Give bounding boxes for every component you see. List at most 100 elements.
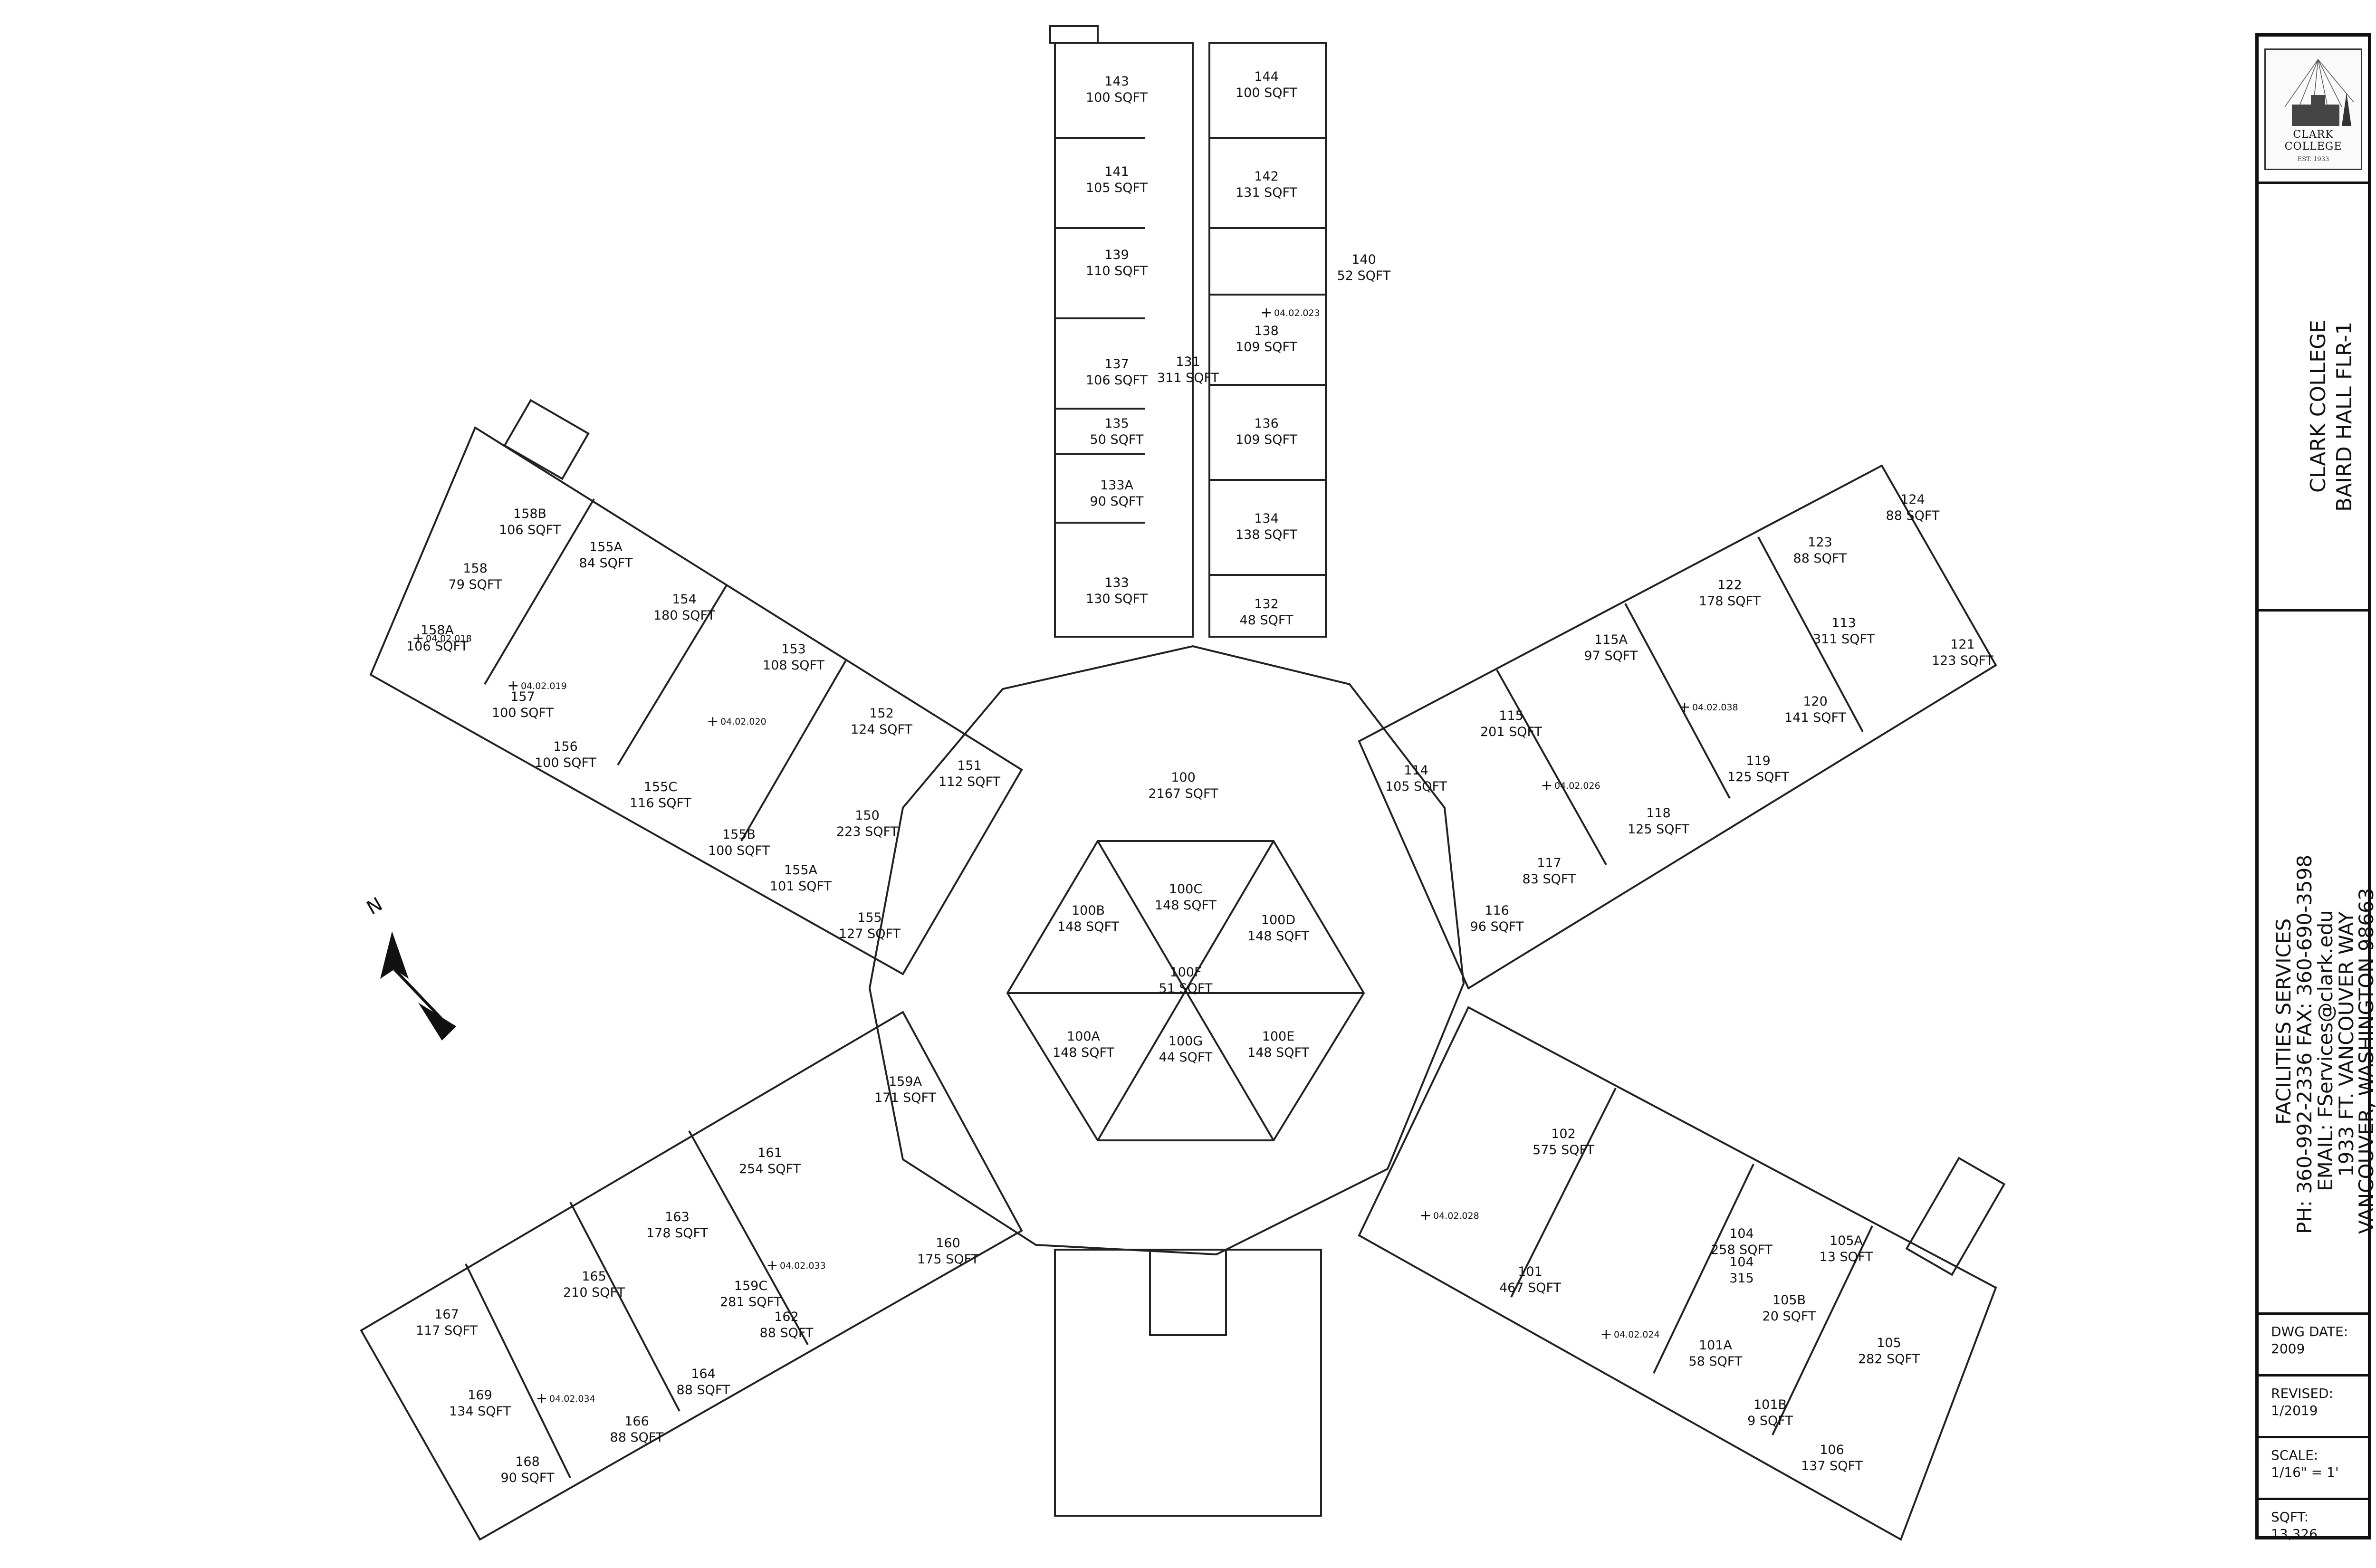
room-number: 100E (1262, 1029, 1295, 1044)
room-number: 156 (553, 739, 578, 754)
room-area: 130 SQFT (1086, 592, 1148, 606)
room-number: 100C (1169, 882, 1202, 897)
room-number: 132 (1254, 597, 1279, 612)
room-area: 134 SQFT (449, 1404, 511, 1419)
plus-marker-icon: + (1260, 305, 1272, 321)
marker-id: 04.02.019 (521, 681, 567, 691)
department-name: FACILITIES SERVICES (2272, 918, 2295, 1125)
title-line-2: BAIRD HALL FLR-1 (2332, 321, 2357, 512)
drawing-date-cell: DWG DATE: 2009 (2259, 1315, 2368, 1377)
room-number: 135 (1104, 416, 1129, 431)
room-number: 115 (1499, 708, 1523, 723)
room-area: 106 SQFT (406, 639, 469, 654)
title-line-1: CLARK COLLEGE (2306, 320, 2330, 493)
room-number: 138 (1254, 324, 1279, 338)
marker-id: 04.02.024 (1614, 1329, 1660, 1340)
room-area: 148 SQFT (1053, 1045, 1115, 1060)
room-area: 2167 SQFT (1148, 786, 1218, 801)
room-number: 169 (468, 1388, 492, 1403)
survey-marker: +04.02.034 (536, 1390, 595, 1407)
room-area: 101 SQFT (770, 879, 832, 894)
logo-name: CLARK COLLEGE (2284, 128, 2342, 153)
marker-id: 04.02.026 (1554, 781, 1600, 791)
room-area: 105 SQFT (1086, 181, 1148, 195)
room-number: 105B (1772, 1293, 1806, 1308)
room-number: 166 (624, 1414, 649, 1429)
room-area: 13 SQFT (1820, 1250, 1873, 1264)
room-number: 162 (774, 1310, 799, 1324)
room-number: 102 (1551, 1127, 1576, 1141)
room-number: 158A (421, 623, 454, 638)
room-area: 96 SQFT (1470, 919, 1524, 934)
plus-marker-icon: + (1419, 1207, 1431, 1224)
room-area: 20 SQFT (1763, 1309, 1816, 1324)
room-area: 141 SQFT (1784, 710, 1847, 725)
room-number: 155A (784, 863, 818, 878)
room-number: 105A (1830, 1233, 1863, 1248)
room-area: 123 SQFT (1932, 653, 1994, 668)
plus-marker-icon: + (1541, 777, 1552, 794)
room-number: 118 (1646, 806, 1671, 821)
room-area: 254 SQFT (739, 1162, 801, 1176)
logo-est: EST. 1933 (2297, 155, 2329, 163)
room-number: 133 (1104, 575, 1129, 590)
address-line-2: VANCOUVER, WASHINGTON 98663 (2355, 888, 2376, 1234)
room-area: 125 SQFT (1628, 822, 1690, 837)
room-area: 148 SQFT (1057, 919, 1120, 934)
contact-cell: FACILITIES SERVICES PH: 360-992-2336 FAX… (2259, 612, 2376, 1315)
room-label: 105A 13 SQFT (1820, 1233, 1873, 1264)
room-area: 79 SQFT (449, 577, 502, 592)
marker-id: 04.02.028 (1433, 1211, 1479, 1221)
room-area: 210 SQFT (563, 1285, 625, 1300)
revised-value: 1/2019 (2271, 1403, 2318, 1418)
room-number: 155C (644, 780, 677, 794)
room-area: 100 SQFT (1086, 90, 1148, 105)
room-area: 148 SQFT (1247, 929, 1310, 944)
survey-markers: +04.02.023+04.02.018+04.02.019+04.02.020… (412, 305, 1738, 1407)
email: EMAIL: FServices@clark.edu (2314, 910, 2337, 1191)
room-number: 120 (1803, 694, 1828, 709)
room-number: 106 (1820, 1443, 1844, 1457)
room-area: 100 SQFT (708, 843, 770, 858)
room-number: 155A (589, 540, 623, 555)
room-area: 112 SQFT (939, 774, 1001, 789)
room-number: 150 (855, 808, 880, 823)
plus-marker-icon: + (507, 678, 519, 694)
drawing-date-value: 2009 (2271, 1341, 2305, 1357)
room-number: 101 (1518, 1264, 1542, 1279)
room-area: 109 SQFT (1236, 340, 1298, 354)
drawing-date-label: DWG DATE: (2271, 1324, 2348, 1339)
survey-marker: +04.02.028 (1419, 1207, 1479, 1224)
room-number: 159A (889, 1074, 922, 1089)
room-area: 52 SQFT (1337, 268, 1391, 283)
room-number: 131 (1176, 354, 1200, 369)
room-area: 315 (1729, 1271, 1754, 1286)
room-number: 117 (1537, 856, 1562, 870)
room-label: 133 130 SQFT (1086, 575, 1148, 606)
room-number: 157 (510, 689, 535, 704)
room-number: 104 (1729, 1226, 1754, 1241)
room-number: 113 (1831, 616, 1856, 631)
room-number: 158 (463, 561, 488, 576)
room-area: 51 SQFT (1159, 981, 1213, 996)
marker-id: 04.02.023 (1274, 308, 1320, 318)
survey-marker: +04.02.033 (766, 1257, 825, 1274)
room-number: 161 (757, 1146, 782, 1160)
